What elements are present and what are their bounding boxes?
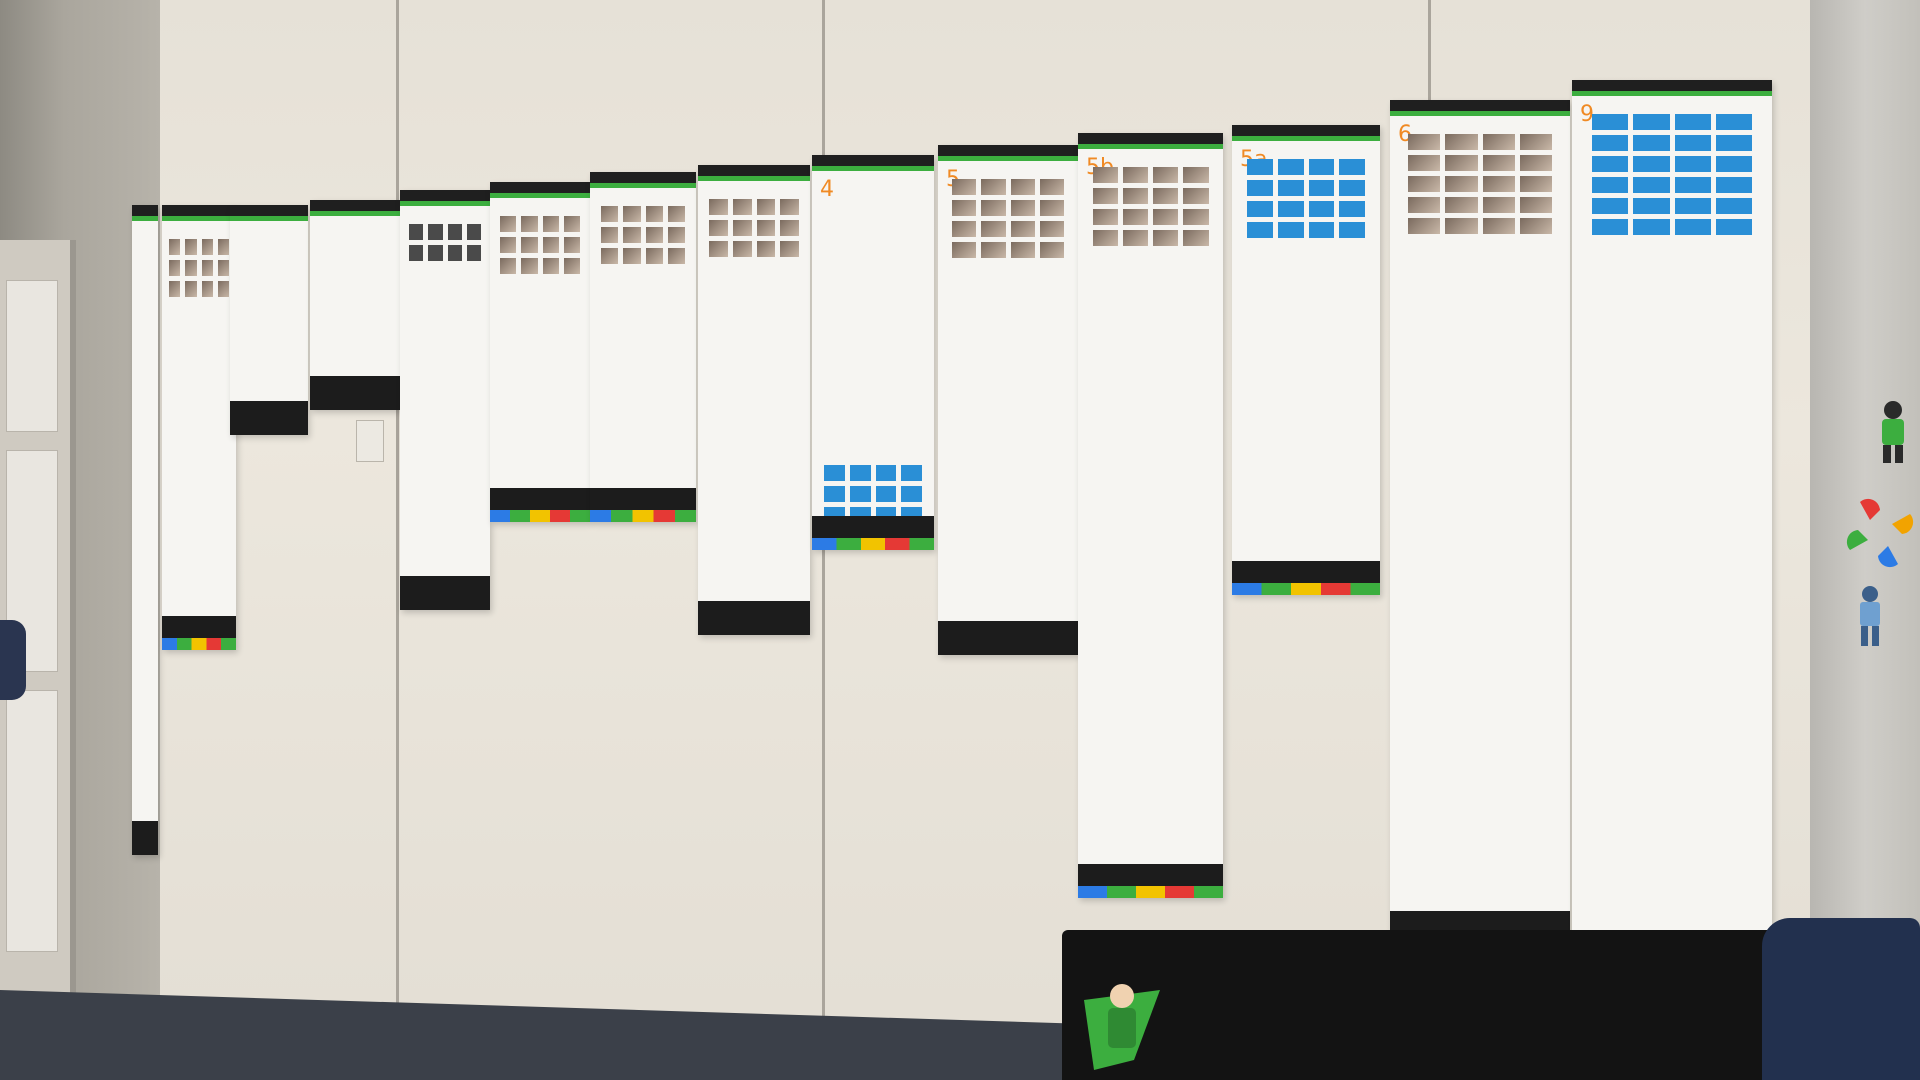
equalizer-strip: [490, 510, 590, 522]
mockup-print: 5b: [1078, 133, 1223, 898]
tile-grid: [1246, 159, 1366, 238]
mockup-header: [310, 200, 400, 216]
mockup-print: 5a: [1232, 125, 1380, 595]
mockup-header: [162, 205, 236, 221]
mockup-footer: [400, 576, 490, 610]
mockup-print: 6: [1390, 100, 1570, 945]
mockup-footer: [310, 376, 400, 410]
mockup-header: [400, 190, 490, 206]
equalizer-strip: [1078, 886, 1223, 898]
equalizer-strip: [590, 510, 696, 522]
joomla-logo-sticker: [1846, 498, 1914, 568]
mockup-header: [132, 205, 158, 221]
equalizer-strip: [1232, 583, 1380, 595]
tile-grid: [1592, 114, 1752, 235]
mockup-print: [400, 190, 490, 610]
office-chair: [0, 620, 26, 700]
mockup-header: [1390, 100, 1570, 116]
window-frame: [0, 240, 76, 1010]
tile-grid: [824, 465, 922, 523]
mockup-header: [490, 182, 590, 198]
superhero-sticker: [1882, 401, 1904, 463]
superhero-sticker: [1084, 984, 1160, 1070]
page-number-label: 9: [1580, 102, 1594, 127]
mockup-header: [812, 155, 934, 171]
mockup-print: [698, 165, 810, 635]
mockup-header: [1572, 80, 1772, 96]
tile-grid: [409, 224, 481, 261]
mockup-header: [938, 145, 1078, 161]
tile-grid: [169, 239, 229, 297]
equalizer-strip: [812, 538, 934, 550]
mockup-print: [230, 205, 308, 435]
mockup-print: [590, 172, 696, 522]
tile-grid: [1092, 167, 1209, 246]
mockup-header: [1078, 133, 1223, 149]
tile-grid: [952, 179, 1064, 258]
tile-grid: [709, 199, 799, 257]
monitor-back: [1062, 930, 1782, 1080]
mockup-print: [132, 205, 158, 855]
tile-grid: [600, 206, 686, 264]
mockup-footer: [698, 601, 810, 635]
mockup-footer: [938, 621, 1078, 655]
mockup-header: [698, 165, 810, 181]
page-number-label: 4: [820, 177, 834, 202]
mockup-footer: [132, 821, 158, 855]
window-pane: [6, 280, 58, 432]
wall-thermostat: [356, 420, 384, 462]
mockup-header: [1232, 125, 1380, 141]
tile-grid: [1408, 134, 1552, 234]
window-pane: [6, 690, 58, 952]
tile-grid: [500, 216, 580, 274]
mockup-print: [310, 200, 400, 410]
mockup-print: 5: [938, 145, 1078, 655]
mockup-print: 4: [812, 155, 934, 550]
mockup-footer: [230, 401, 308, 435]
mockup-header: [590, 172, 696, 188]
mockup-print: [490, 182, 590, 522]
office-chair: [1762, 918, 1920, 1080]
equalizer-strip: [162, 638, 236, 650]
mockup-print: 9: [1572, 80, 1772, 1040]
mockup-print: [162, 205, 236, 650]
superhero-sticker: [1860, 586, 1880, 646]
wall-seam: [396, 0, 399, 1080]
mockup-header: [230, 205, 308, 221]
